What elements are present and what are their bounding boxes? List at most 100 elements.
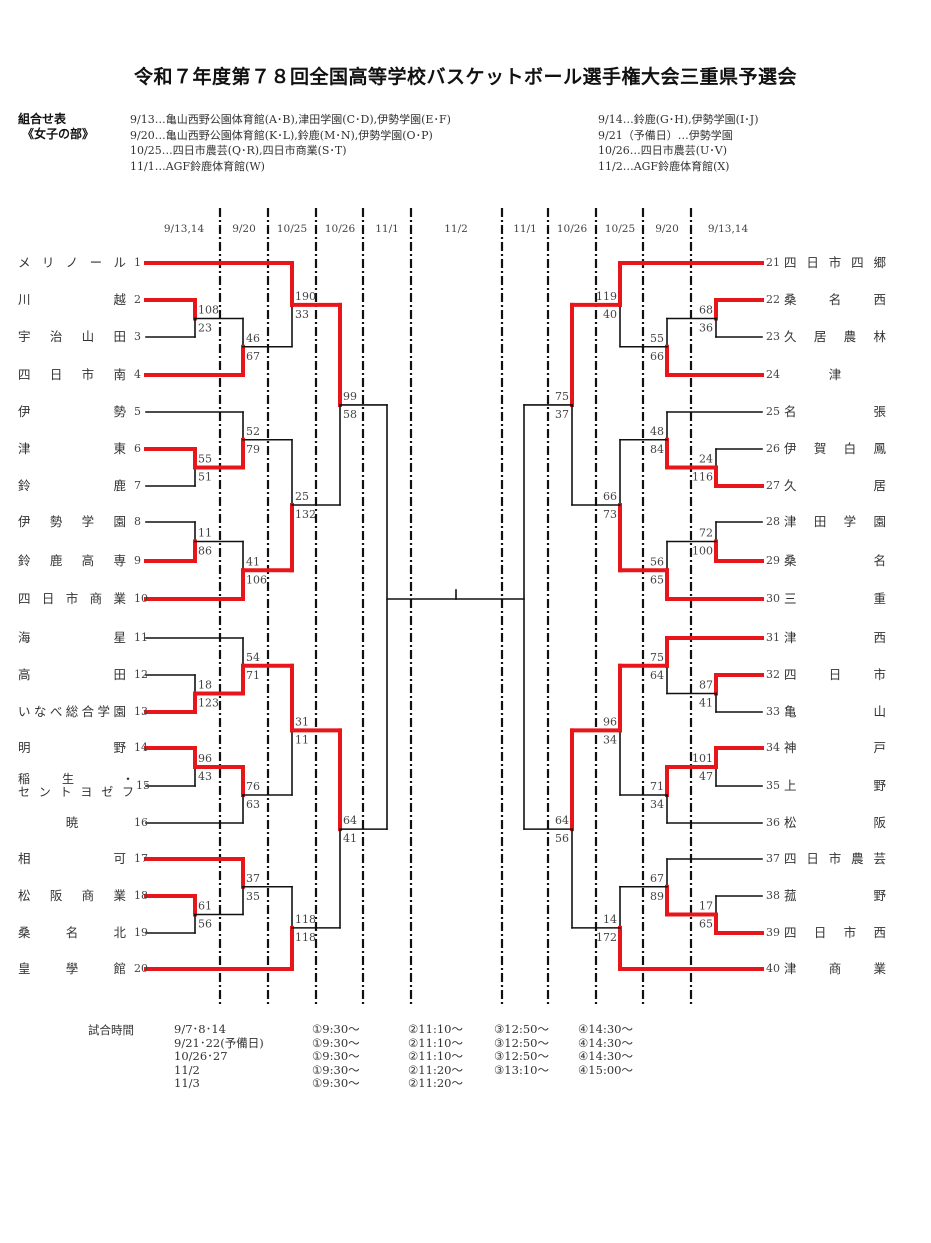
- venue-line: 9/14…鈴鹿(G･H),伊勢学園(I･J): [598, 113, 759, 126]
- match-score: 119: [596, 290, 617, 303]
- match-score: 96: [198, 752, 212, 765]
- schedule-time: ③13:10～: [494, 1062, 549, 1077]
- match-score: 190: [295, 290, 316, 303]
- team-name: 四日市農芸: [784, 851, 886, 866]
- round-label: 10/25: [276, 223, 308, 235]
- match-score: 47: [699, 770, 713, 783]
- venue-line: 11/2…AGF鈴鹿体育館(X): [598, 159, 730, 173]
- team-name: 四日市南: [18, 367, 126, 382]
- team-seed-number: 22: [766, 293, 780, 306]
- team-seed-number: 6: [134, 442, 141, 455]
- venue-line: 9/21（予備日）…伊勢学園: [598, 128, 733, 142]
- match-score: 66: [650, 350, 664, 363]
- match-score: 31: [295, 715, 309, 728]
- match-score: 24: [699, 453, 713, 466]
- match-score: 116: [692, 471, 713, 484]
- round-label: 9/20: [655, 223, 679, 235]
- team-seed-number: 14: [134, 741, 148, 754]
- team-seed-number: 24: [766, 368, 780, 381]
- match-score: 40: [603, 308, 617, 321]
- team-seed-number: 16: [134, 816, 148, 829]
- schedule-time: ③12:50～: [494, 1049, 549, 1063]
- match-score: 37: [555, 408, 569, 421]
- team-name: 相可: [18, 851, 126, 866]
- team-seed-number: 30: [766, 592, 780, 605]
- team-name: 稲生・セントヨゼフ: [18, 772, 134, 799]
- team-seed-number: 34: [766, 741, 780, 754]
- match-score: 87: [699, 679, 713, 692]
- match-score: 48: [650, 425, 664, 438]
- match-score: 64: [650, 669, 664, 682]
- round-label: 9/20: [232, 223, 256, 235]
- match-score: 118: [295, 913, 316, 926]
- team-name: 海星: [18, 630, 126, 645]
- match-score: 89: [650, 890, 664, 903]
- schedule-time: ③12:50～: [494, 1035, 549, 1050]
- match-score: 37: [246, 872, 260, 885]
- venue-schedule-left: 9/13…亀山西野公園体育館(A･B),津田学園(C･D),伊勢学園(E･F) …: [130, 112, 451, 174]
- match-score: 46: [246, 332, 260, 345]
- match-score: 79: [246, 443, 260, 456]
- team-seed-number: 37: [766, 852, 780, 865]
- team-name: 暁: [65, 815, 79, 830]
- team-seed-number: 18: [134, 889, 148, 902]
- team-name: 津田学園: [784, 514, 886, 529]
- round-label: 10/25: [604, 223, 636, 235]
- venue-line: 10/25…四日市農芸(Q･R),四日市商業(S･T): [130, 144, 347, 157]
- match-score: 67: [650, 872, 664, 885]
- match-score: 118: [295, 931, 316, 944]
- match-score: 84: [650, 443, 664, 456]
- round-label: 10/26: [556, 223, 588, 235]
- team-name: 川越: [18, 292, 126, 307]
- team-seed-number: 13: [134, 705, 148, 718]
- match-score: 58: [343, 408, 357, 421]
- venue-line: 11/1…AGF鈴鹿体育館(W): [130, 159, 265, 173]
- team-entry: 36 松阪: [766, 814, 892, 832]
- match-score: 67: [246, 350, 260, 363]
- match-score: 34: [603, 733, 617, 746]
- team-seed-number: 39: [766, 926, 780, 939]
- schedule-time: ①9:30～: [312, 1035, 360, 1050]
- team-seed-number: 19: [134, 926, 148, 939]
- match-score: 41: [246, 555, 260, 568]
- team-seed-number: 15: [136, 779, 150, 792]
- venue-line: 9/20…亀山西野公園体育館(K･L),鈴鹿(M･N),伊勢学園(O･P): [130, 128, 433, 142]
- match-score: 14: [603, 913, 617, 926]
- team-seed-number: 1: [134, 256, 141, 269]
- team-seed-number: 35: [766, 779, 780, 792]
- team-name: いなべ総合学園: [18, 704, 126, 719]
- team-seed-number: 20: [134, 962, 148, 975]
- team-seed-number: 40: [766, 962, 780, 975]
- match-score: 100: [692, 545, 713, 558]
- team-name: 明野: [18, 740, 126, 755]
- team-name: 松阪: [784, 815, 886, 830]
- schedule-date: 9/21･22(予備日): [174, 1035, 264, 1050]
- schedule-time: ②11:10～: [408, 1022, 463, 1036]
- team-entry: 暁 16: [18, 814, 162, 832]
- match-score: 106: [246, 573, 267, 586]
- match-score: 55: [650, 332, 664, 345]
- schedule-heading: 試合時間: [88, 1023, 134, 1037]
- team-seed-number: 29: [766, 554, 780, 567]
- match-score: 65: [650, 573, 664, 586]
- team-seed-number: 36: [766, 816, 780, 829]
- team-seed-number: 33: [766, 705, 780, 718]
- team-seed-number: 5: [134, 405, 141, 418]
- schedule-date: 11/3: [174, 1076, 200, 1090]
- match-score: 17: [699, 900, 713, 913]
- match-score: 52: [246, 425, 260, 438]
- page-title: 令和７年度第７８回全国高等学校バスケットボール選手権大会三重県予選会: [133, 66, 797, 88]
- schedule-time: ③12:50～: [494, 1022, 549, 1036]
